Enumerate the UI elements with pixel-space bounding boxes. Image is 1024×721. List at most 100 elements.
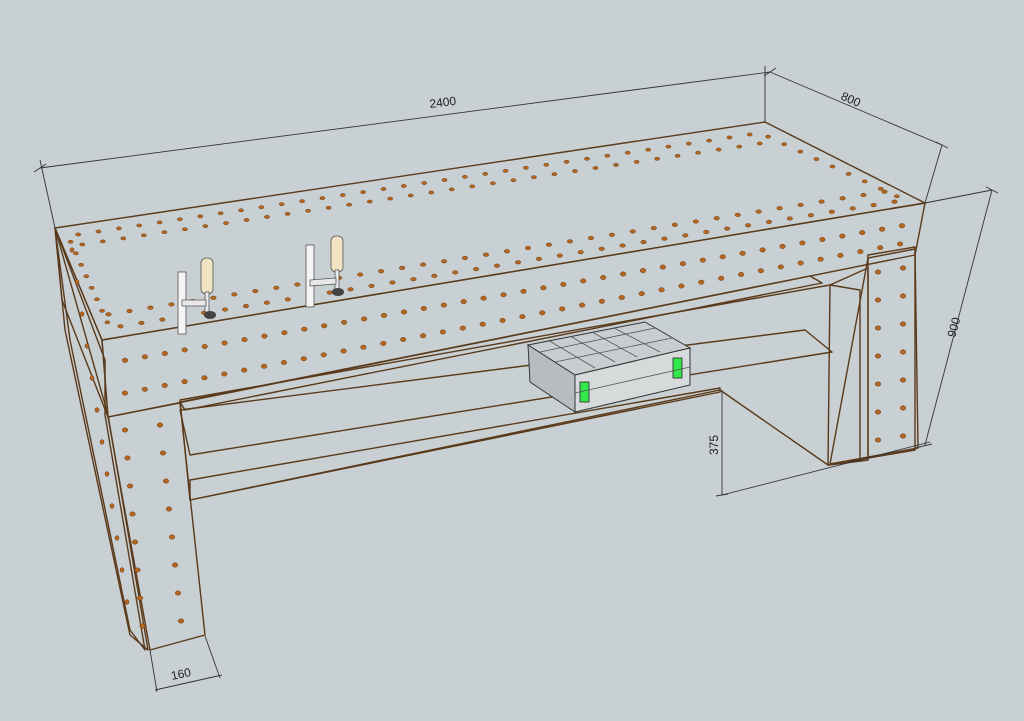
dog-hole: [592, 166, 599, 170]
dog-hole: [221, 371, 228, 377]
dog-hole: [828, 209, 835, 214]
dog-hole: [210, 295, 217, 300]
dog-hole: [74, 279, 80, 285]
dog-hole: [168, 302, 175, 307]
dog-hole: [161, 350, 168, 356]
dog-hole: [78, 262, 84, 267]
dog-hole: [624, 150, 631, 155]
dog-hole: [897, 241, 904, 247]
dog-hole: [221, 340, 228, 346]
dog-hole: [136, 223, 143, 228]
dog-hole: [252, 289, 259, 294]
dog-hole: [746, 132, 753, 137]
dog-hole: [755, 209, 762, 214]
dog-hole: [242, 304, 250, 309]
dog-hole: [440, 302, 447, 308]
dog-hole: [682, 233, 689, 238]
dog-hole: [141, 233, 147, 238]
dim-length-label: 2400: [429, 94, 458, 111]
dog-hole: [284, 297, 291, 302]
dog-hole: [874, 269, 882, 275]
dog-hole: [739, 250, 746, 256]
dog-hole: [83, 274, 90, 279]
left-leg-front-face: [107, 402, 206, 651]
dog-hole: [459, 325, 466, 331]
dog-hole: [765, 219, 773, 224]
dog-hole: [899, 265, 907, 271]
dog-hole: [177, 217, 183, 222]
dog-hole: [543, 162, 550, 167]
dog-hole: [129, 511, 136, 517]
dog-hole: [105, 312, 112, 317]
dog-hole: [360, 344, 367, 350]
dog-hole: [410, 277, 417, 282]
dog-hole: [201, 344, 208, 349]
dog-hole: [241, 337, 248, 343]
dog-hole: [116, 226, 122, 231]
dog-hole: [360, 190, 366, 194]
dog-hole: [665, 144, 672, 149]
dog-hole: [161, 382, 168, 388]
dog-hole: [120, 236, 127, 241]
dog-hole: [654, 156, 660, 161]
dog-hole: [119, 567, 125, 573]
dog-hole: [618, 295, 625, 300]
dog-hole: [294, 282, 301, 287]
dog-hole: [877, 186, 884, 191]
dog-hole: [695, 150, 701, 155]
dog-hole: [94, 407, 100, 413]
dog-hole: [431, 273, 438, 278]
dog-hole: [839, 196, 846, 201]
dog-hole: [231, 292, 238, 297]
dog-hole: [261, 363, 268, 369]
dog-hole: [523, 165, 529, 170]
dog-hole: [540, 285, 547, 291]
dog-hole: [482, 252, 490, 257]
dog-hole: [156, 422, 164, 428]
dog-hole: [182, 227, 188, 232]
dog-hole: [713, 216, 720, 221]
dog-hole: [177, 618, 185, 624]
dog-hole: [718, 275, 725, 281]
dog-hole: [613, 163, 619, 167]
dog-hole: [319, 196, 326, 200]
dog-hole: [421, 181, 428, 185]
dog-hole: [168, 534, 176, 540]
dog-hole: [679, 261, 686, 267]
dog-hole: [703, 229, 710, 235]
dog-hole: [580, 278, 587, 284]
dog-hole: [899, 405, 907, 411]
right-leg-front-face: [827, 246, 916, 466]
dog-hole: [347, 287, 354, 292]
dog-hole: [724, 226, 731, 231]
dog-hole: [341, 319, 348, 325]
dog-hole: [598, 298, 605, 304]
dog-hole: [273, 285, 280, 290]
dog-hole: [510, 178, 517, 183]
dog-hole: [339, 193, 346, 197]
dog-hole: [899, 433, 907, 439]
dog-hole: [366, 199, 373, 204]
dog-hole: [619, 243, 626, 248]
dog-hole: [661, 236, 668, 241]
dim-depth-label: 800: [839, 89, 863, 110]
dog-hole: [301, 326, 308, 332]
dog-hole: [759, 247, 766, 253]
dog-hole: [757, 268, 764, 274]
dog-hole: [380, 187, 387, 191]
dog-hole: [95, 229, 102, 234]
dog-hole: [499, 317, 506, 323]
dog-hole: [126, 308, 133, 314]
dim-leg-width-label: 160: [170, 665, 193, 683]
dog-hole: [441, 178, 448, 182]
dog-hole: [281, 330, 288, 336]
dog-hole: [514, 260, 522, 265]
dog-hole: [238, 208, 244, 213]
dog-hole: [829, 164, 836, 169]
dog-hole: [441, 259, 448, 264]
dog-hole: [736, 144, 743, 149]
dimension-labels: 2400 800 900 375 160: [170, 89, 964, 683]
dog-hole: [881, 189, 888, 194]
dog-hole: [797, 149, 804, 154]
